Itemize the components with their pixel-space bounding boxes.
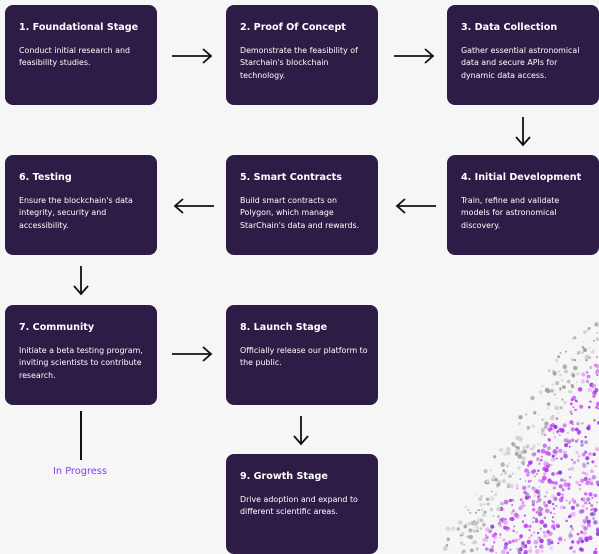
arrow-down-icon (515, 117, 531, 147)
stage-card-4: 4. Initial Development Train, refine and… (447, 155, 599, 255)
stage-description: Build smart contracts on Polygon, which … (240, 196, 360, 230)
stage-title: 3. Data Collection (461, 22, 558, 33)
progress-label: In Progress (52, 466, 108, 477)
stage-description: Train, refine and validate models for as… (461, 196, 560, 230)
stage-card-5: 5. Smart Contracts Build smart contracts… (226, 155, 378, 255)
arrow-right-icon (172, 346, 213, 362)
stage-card-6: 6. Testing Ensure the blockchain's data … (5, 155, 157, 255)
stage-description: Ensure the blockchain's data integrity, … (19, 196, 133, 230)
stage-card-1: 1. Foundational Stage Conduct initial re… (5, 5, 157, 105)
stage-card-8: 8. Launch Stage Officially release our p… (226, 305, 378, 405)
stage-title: 2. Proof Of Concept (240, 22, 346, 33)
stage-description: Gather essential astronomical data and s… (461, 46, 580, 80)
arrow-left-icon (395, 198, 436, 214)
stage-title: 6. Testing (19, 172, 72, 183)
stage-card-9: 9. Growth Stage Drive adoption and expan… (226, 454, 378, 554)
arrow-right-icon (394, 48, 435, 64)
stage-title: 7. Community (19, 322, 95, 333)
stage-description: Conduct initial research and feasibility… (19, 46, 130, 68)
stage-description: Drive adoption and expand to different s… (240, 495, 358, 517)
stage-card-2: 2. Proof Of Concept Demonstrate the feas… (226, 5, 378, 105)
stage-description: Officially release our platform to the p… (240, 346, 368, 368)
arrow-down-icon (293, 416, 309, 446)
stage-title: 1. Foundational Stage (19, 22, 139, 33)
stage-title: 9. Growth Stage (240, 471, 328, 482)
stage-description: Demonstrate the feasibility of Starchain… (240, 46, 358, 80)
progress-line (80, 411, 82, 460)
stage-title: 8. Launch Stage (240, 322, 328, 333)
stage-card-3: 3. Data Collection Gather essential astr… (447, 5, 599, 105)
arrow-right-icon (172, 48, 213, 64)
stage-card-7: 7. Community Initiate a beta testing pro… (5, 305, 157, 405)
stage-title: 5. Smart Contracts (240, 172, 342, 183)
arrow-down-icon (73, 266, 89, 296)
arrow-left-icon (173, 198, 214, 214)
stage-title: 4. Initial Development (461, 172, 582, 183)
stage-description: Initiate a beta testing program, invitin… (19, 346, 143, 380)
